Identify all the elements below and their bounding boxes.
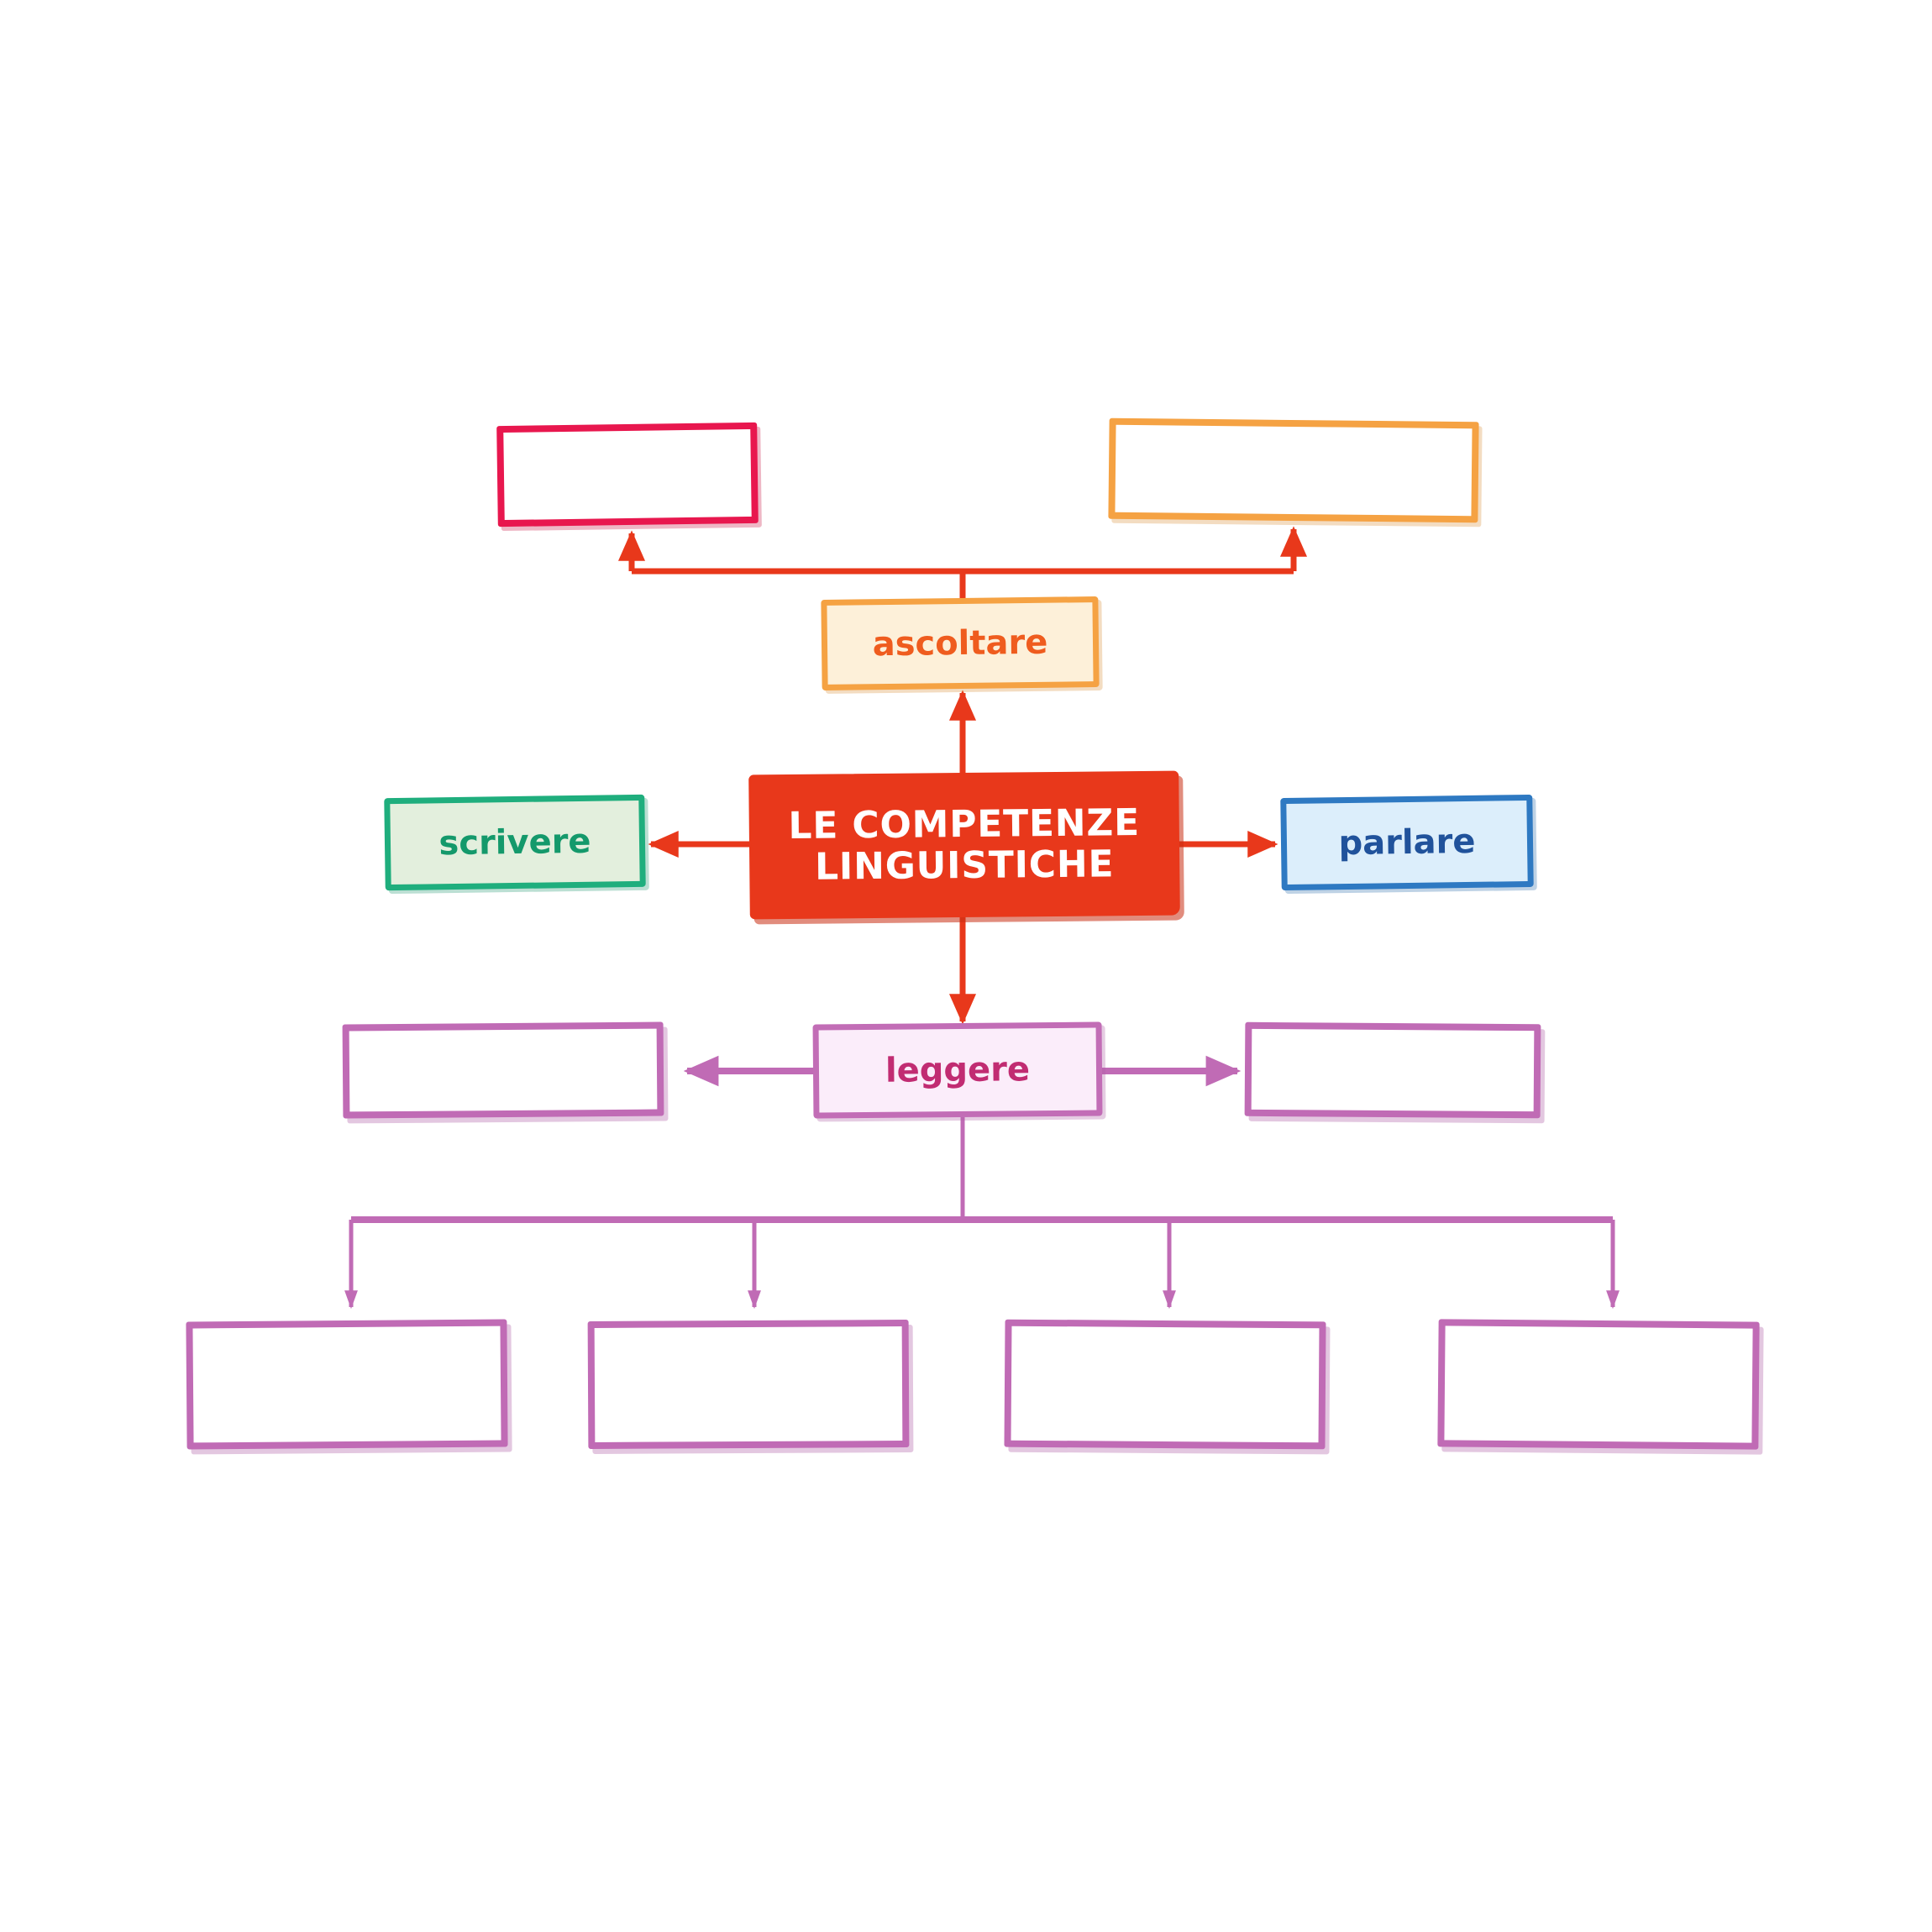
branch-node-ascoltare[interactable]: ascoltare [821, 596, 1100, 691]
leggere-blank-3[interactable] [1004, 1319, 1326, 1450]
branch-label-leggere: leggere [885, 1049, 1031, 1090]
edge-leggere-to-four-blanks [344, 1117, 1620, 1310]
branch-node-leggere[interactable]: leggere [812, 1021, 1103, 1119]
leggere-blank-left[interactable] [342, 1021, 664, 1119]
central-node[interactable]: LE COMPETENZE LINGUISTICHE [748, 770, 1180, 920]
branch-label-parlare: parlare [1338, 822, 1476, 863]
leggere-blank-4[interactable] [1437, 1319, 1760, 1450]
central-node-title: LE COMPETENZE LINGUISTICHE [788, 801, 1141, 889]
edge-ascoltare-to-blanks [617, 526, 1308, 603]
leggere-blank-2[interactable] [587, 1320, 910, 1449]
branch-node-scrivere[interactable]: scrivere [384, 794, 646, 891]
branch-node-parlare[interactable]: parlare [1280, 794, 1534, 891]
ascoltare-blank-left[interactable] [496, 422, 759, 528]
leggere-blank-right[interactable] [1244, 1021, 1541, 1119]
branch-label-scrivere: scrivere [438, 822, 591, 863]
ascoltare-blank-right[interactable] [1108, 417, 1479, 523]
leggere-blank-1[interactable] [186, 1319, 508, 1450]
branch-label-ascoltare: ascoltare [872, 622, 1048, 664]
